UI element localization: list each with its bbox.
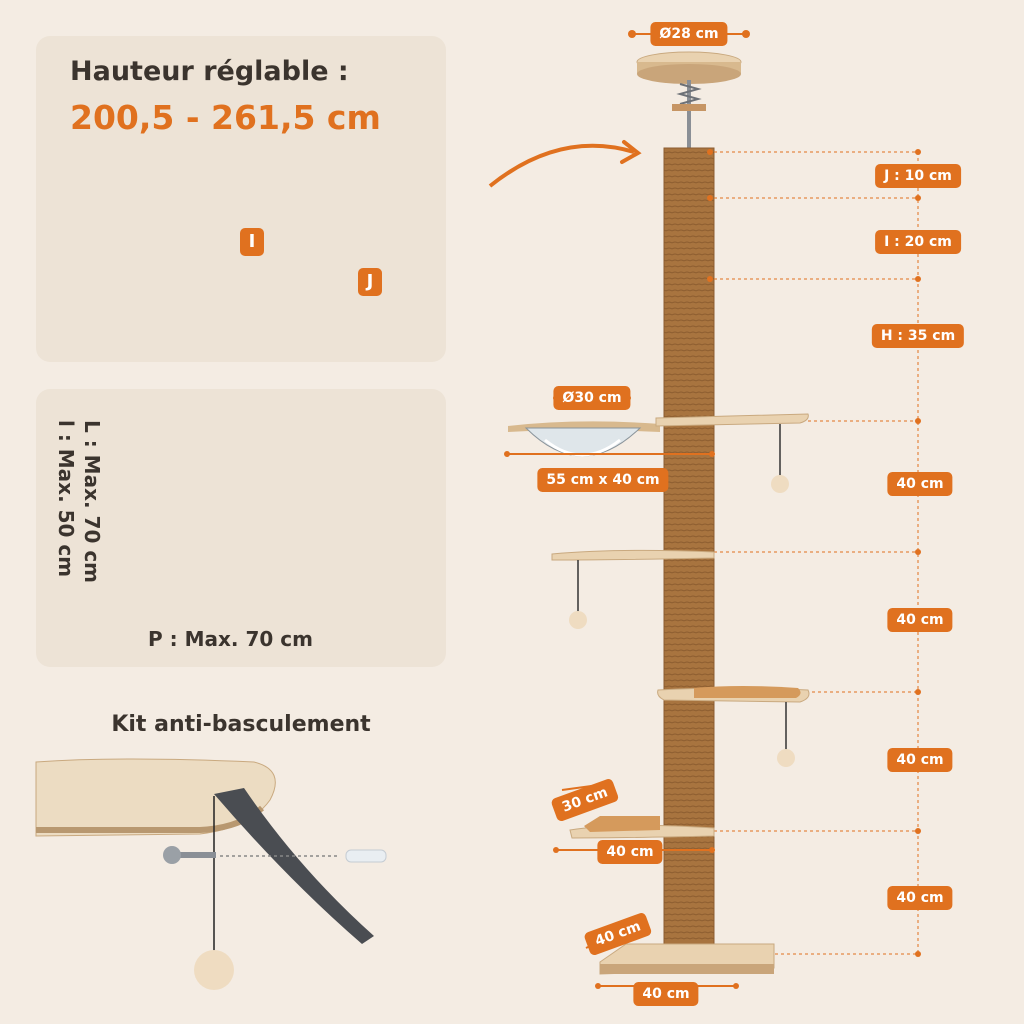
anti-tip-kit-title: Kit anti-basculement	[111, 712, 371, 737]
toy-ball	[569, 611, 587, 629]
base-plate	[599, 943, 775, 975]
top-diameter-badge: Ø28 cm	[650, 22, 728, 46]
gap-badge-4: 40 cm	[887, 886, 953, 910]
segment-label-j: J	[358, 268, 382, 296]
gap-badge-3: 40 cm	[887, 748, 953, 772]
curved-arrow	[488, 143, 635, 188]
main-post	[664, 148, 714, 946]
anti-tip-kit-panel: Kit anti-basculement	[36, 696, 446, 998]
i-height-badge: I : 20 cm	[875, 230, 961, 254]
shelf-2	[551, 549, 715, 561]
platform-size-badge: 55 cm x 40 cm	[537, 468, 669, 492]
base-width-badge: 40 cm	[633, 982, 699, 1006]
shelf-3	[657, 686, 810, 703]
step-width-badge: 40 cm	[597, 840, 663, 864]
anti-tip-kit	[35, 758, 387, 990]
h-height-badge: H : 35 cm	[871, 324, 965, 348]
toy-ball	[777, 749, 795, 767]
max-length-label: L : Max. 70 cm	[80, 420, 104, 584]
arrow-head	[620, 140, 642, 164]
bowl-platform	[508, 413, 809, 457]
adjustable-height-panel: Hauteur réglable : 200,5 - 261,5 cm	[36, 36, 446, 362]
gap-badge-1: 40 cm	[887, 472, 953, 496]
bowl-diameter-badge: Ø30 cm	[553, 386, 631, 410]
toy-ball	[771, 475, 789, 493]
segment-label-i: I	[240, 228, 264, 256]
dimensions-panel: P : Max. 70 cm	[36, 389, 446, 667]
adjustable-height-title: Hauteur réglable :	[70, 56, 349, 87]
step	[569, 816, 715, 839]
gap-badge-2: 40 cm	[887, 608, 953, 632]
height-range: 200,5 - 261,5 cm	[70, 98, 381, 137]
top-cap	[636, 51, 742, 148]
max-width-label: l : Max. 50 cm	[54, 420, 78, 578]
max-depth-label: P : Max. 70 cm	[148, 627, 313, 651]
j-height-badge: J : 10 cm	[875, 164, 961, 188]
